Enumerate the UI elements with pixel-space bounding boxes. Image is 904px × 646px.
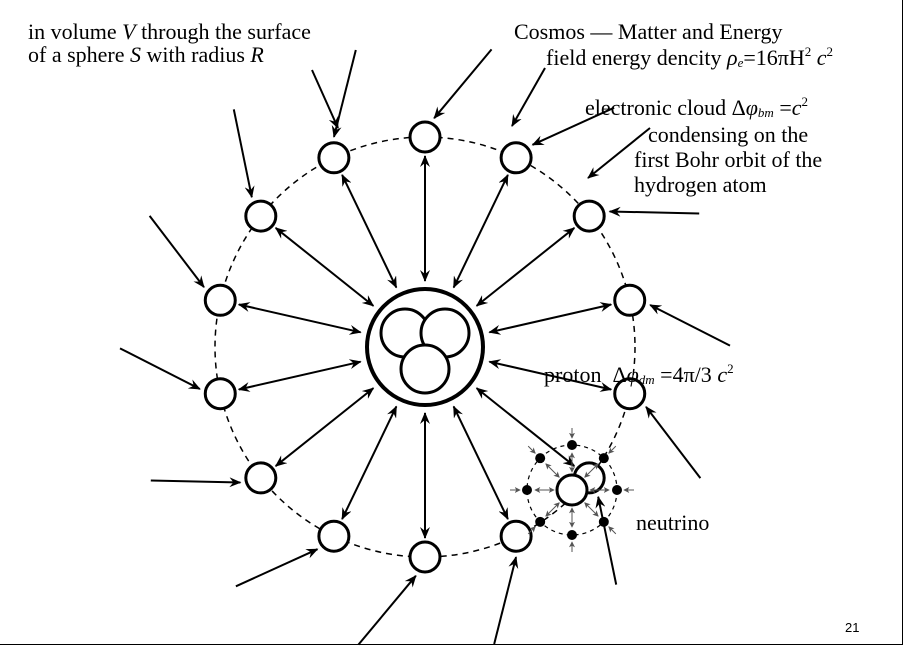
electron-circle bbox=[244, 199, 278, 233]
cosmos-label-line2: field energy dencity ρe=16πH2 c2 bbox=[546, 44, 834, 70]
cosmos-label-line1: Cosmos — Matter and Energy bbox=[514, 19, 783, 44]
field-arrow-inner bbox=[237, 302, 362, 335]
field-arrow-outer bbox=[645, 406, 702, 479]
volume-label-line1: in volume V through the surface bbox=[28, 19, 311, 44]
quark-circle bbox=[399, 343, 451, 395]
electron-circle bbox=[613, 283, 647, 317]
electron-circle bbox=[499, 519, 533, 553]
field-arrow-outer bbox=[357, 575, 417, 646]
electron-circle bbox=[203, 283, 237, 317]
neutrino-inner-arrow bbox=[545, 463, 560, 478]
electron-circle bbox=[408, 120, 442, 154]
field-arrow-outer bbox=[531, 106, 615, 146]
neutrino-outer-arrow bbox=[527, 445, 536, 454]
field-arrow-outer bbox=[150, 477, 242, 488]
neutrino-dot bbox=[522, 485, 532, 495]
field-arrow-inner bbox=[274, 387, 375, 467]
volume-label-line2: of a sphere S with radius R bbox=[28, 42, 264, 67]
neutrino-outer-arrow bbox=[608, 526, 617, 535]
neutrino-dot bbox=[612, 485, 622, 495]
cloud-label-line4: hydrogen atom bbox=[634, 172, 767, 197]
field-arrow-outer bbox=[493, 556, 519, 645]
neutrino-inner-arrow bbox=[584, 502, 599, 517]
electron-circle bbox=[244, 461, 278, 495]
cloud-label-line1: electronic cloud Δφbm =c2 bbox=[585, 94, 808, 120]
field-arrow-outer bbox=[232, 109, 255, 199]
electron-circle bbox=[572, 199, 606, 233]
cloud-label-line2: condensing on the bbox=[648, 122, 809, 147]
label-pointer-arrow bbox=[311, 69, 339, 129]
neutrino-dot bbox=[567, 530, 577, 540]
field-arrow-outer bbox=[433, 48, 493, 119]
proton-label: proton Δφdm =4π/3 c2 bbox=[544, 361, 734, 387]
electron-circle bbox=[203, 377, 237, 411]
field-arrow-inner bbox=[475, 387, 576, 467]
field-arrow-inner bbox=[452, 405, 509, 520]
neutrino-inner-arrow bbox=[584, 463, 599, 478]
field-arrow-outer bbox=[235, 548, 319, 588]
field-arrow-inner bbox=[488, 359, 613, 392]
field-arrow-inner bbox=[452, 174, 509, 289]
page-number: 21 bbox=[845, 620, 860, 635]
neutrino-dot bbox=[598, 516, 609, 527]
cloud-label-line3: first Bohr orbit of the bbox=[634, 147, 823, 172]
neutrino-dot bbox=[535, 516, 546, 527]
label-pointer-arrow bbox=[587, 127, 651, 179]
field-arrow-inner bbox=[341, 174, 398, 289]
field-arrow-outer bbox=[119, 347, 201, 390]
field-arrow-outer bbox=[649, 304, 731, 347]
neutrino-outer-arrow bbox=[608, 445, 617, 454]
electron-circle bbox=[499, 141, 533, 175]
label-pointer-arrow bbox=[511, 67, 546, 127]
electron-circle bbox=[408, 540, 442, 574]
electron-circle bbox=[317, 141, 351, 175]
field-arrow-inner bbox=[341, 405, 398, 520]
neutrino-dot bbox=[598, 453, 609, 464]
neutrino-dot bbox=[567, 440, 577, 450]
field-arrow-outer bbox=[595, 495, 618, 585]
field-arrow-inner bbox=[475, 227, 576, 307]
field-arrow-outer bbox=[608, 206, 700, 217]
field-arrow-inner bbox=[237, 359, 362, 392]
electron-circle bbox=[613, 377, 647, 411]
neutrino-label: neutrino bbox=[636, 510, 710, 535]
electron-circle bbox=[317, 519, 351, 553]
neutrino-outer-arrow bbox=[527, 526, 536, 535]
neutrino-dot bbox=[535, 453, 546, 464]
field-arrow-inner bbox=[274, 227, 375, 307]
neutrino-circle bbox=[555, 473, 589, 507]
field-arrow-outer bbox=[148, 215, 205, 288]
field-arrow-outer bbox=[331, 49, 357, 138]
bohr-orbit bbox=[214, 136, 636, 558]
field-arrow-inner bbox=[488, 302, 613, 335]
neutrino-inner-arrow bbox=[545, 502, 560, 517]
